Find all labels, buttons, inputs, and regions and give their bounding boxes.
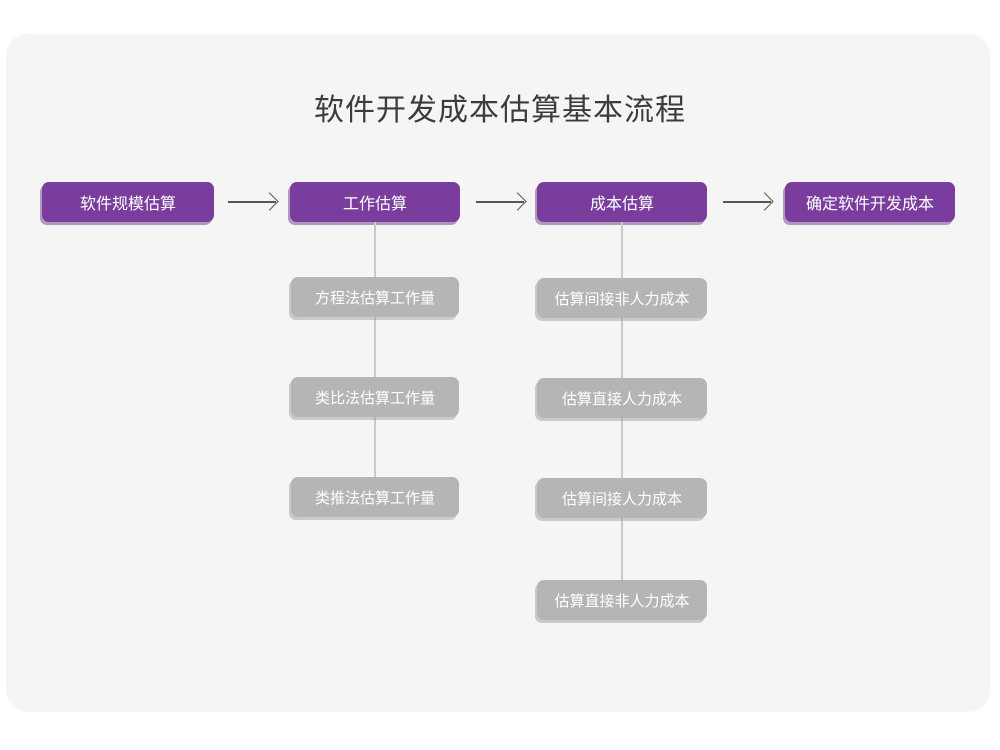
arrow-head	[508, 192, 527, 211]
arrow-shaft	[723, 201, 771, 203]
connector-line-branch2-d	[621, 517, 623, 580]
arrow-right-icon-1	[228, 192, 279, 212]
arrow-right-icon-2	[476, 192, 527, 212]
connector-line-branch1-a	[374, 222, 376, 278]
arrow-shaft	[476, 201, 524, 203]
arrow-shaft	[228, 201, 276, 203]
branch-node-effort-3[interactable]: 类推法估算工作量	[291, 477, 459, 517]
branch-node-cost-4[interactable]: 估算直接非人力成本	[537, 580, 707, 620]
connector-line-branch1-c	[374, 416, 376, 478]
flow-node-step-3[interactable]: 成本估算	[537, 182, 707, 222]
branch-node-cost-3[interactable]: 估算间接人力成本	[537, 478, 707, 518]
connector-line-branch1-b	[374, 316, 376, 378]
flow-node-step-2[interactable]: 工作估算	[290, 182, 460, 222]
arrow-right-icon-3	[723, 192, 774, 212]
connector-line-branch2-c	[621, 417, 623, 478]
branch-node-effort-2[interactable]: 类比法估算工作量	[291, 377, 459, 417]
page-title: 软件开发成本估算基本流程	[314, 94, 686, 127]
connector-line-branch2-b	[621, 317, 623, 378]
diagram-card	[6, 34, 990, 712]
connector-line-branch2-a	[621, 222, 623, 278]
arrow-head	[755, 192, 774, 211]
branch-node-cost-1[interactable]: 估算间接非人力成本	[537, 278, 707, 318]
branch-node-effort-1[interactable]: 方程法估算工作量	[291, 277, 459, 317]
flow-node-step-4[interactable]: 确定软件开发成本	[785, 182, 955, 222]
arrow-head	[260, 192, 279, 211]
flow-node-step-1[interactable]: 软件规模估算	[42, 182, 214, 222]
branch-node-cost-2[interactable]: 估算直接人力成本	[537, 378, 707, 418]
